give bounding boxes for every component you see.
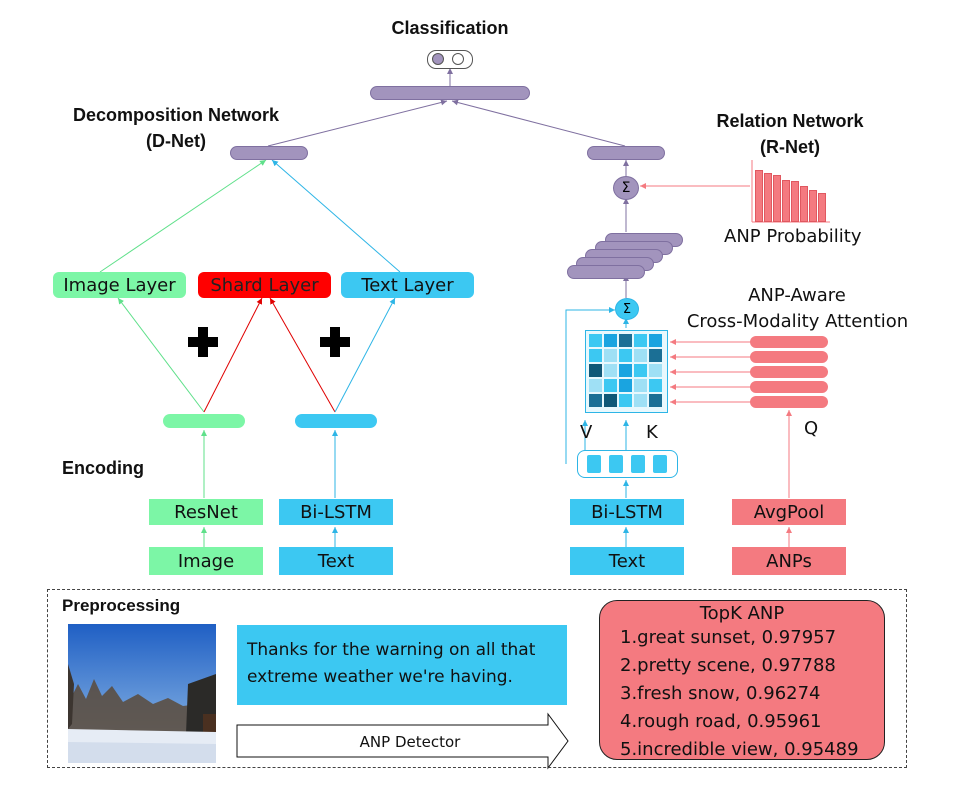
arrow-image-layer-to-dnet	[99, 159, 267, 273]
anp-probability-bar	[764, 173, 772, 222]
avgpool-encoder: AvgPool	[732, 499, 846, 525]
dnet-subtitle: (D-Net)	[146, 131, 206, 151]
anp-detector-arrow-shape	[236, 712, 569, 770]
q-arrows-to-matrix	[670, 339, 750, 405]
rnet-subtitle: (R-Net)	[760, 137, 820, 157]
arrow-skip-to-sum	[565, 307, 615, 464]
anp-probability-bar	[809, 190, 817, 222]
arrow-img-enc-to-image-layer	[117, 297, 205, 413]
attention-cell	[619, 334, 632, 347]
q-label: Q	[804, 418, 819, 439]
attention-cell	[589, 334, 602, 347]
v-label: V	[580, 422, 593, 443]
dnet-title: Decomposition Network	[72, 105, 280, 125]
plus-icon-left	[188, 327, 218, 357]
attention-cell	[604, 349, 617, 362]
preprocessing-title: Preprocessing	[62, 596, 181, 615]
attention-cell	[649, 394, 662, 407]
topk-item: 5.incredible view, 0.95489	[620, 739, 859, 760]
attention-cell	[649, 379, 662, 392]
topk-item: 4.rough road, 0.95961	[620, 711, 822, 732]
arrow-txt-enc-to-shared-layer	[269, 297, 336, 413]
attention-cell	[604, 394, 617, 407]
rnet-layer	[587, 146, 665, 160]
anp-probability-label: ANP Probability	[724, 226, 862, 247]
attention-cell	[619, 349, 632, 362]
arrow-img-enc-to-shared-layer	[203, 297, 263, 413]
attention-title-line2: Cross-Modality Attention	[686, 311, 909, 332]
anp-probability-bar	[755, 170, 763, 222]
topk-title: TopK ANP	[699, 603, 785, 624]
arrow-txt-enc-to-text-layer	[334, 297, 396, 413]
topk-item: 2.pretty scene, 0.97788	[620, 655, 836, 676]
attention-cell	[649, 364, 662, 377]
sigma-weighted-sum: Σ	[613, 176, 639, 200]
text-input-right: Text	[570, 547, 684, 575]
k-label: K	[646, 422, 658, 443]
shared-layer: Shard Layer	[198, 272, 331, 298]
output-circle-2	[452, 53, 464, 65]
attention-cell	[634, 349, 647, 362]
text-input: Text	[279, 547, 393, 575]
topk-anp-panel: TopK ANP 1.great sunset, 0.97957 2.prett…	[599, 600, 885, 760]
text-layer: Text Layer	[341, 272, 474, 298]
image-encoding	[163, 414, 245, 428]
attention-cell	[649, 334, 662, 347]
attention-cell	[634, 364, 647, 377]
output-circle-1	[432, 53, 444, 65]
bilstm-encoder: Bi-LSTM	[279, 499, 393, 525]
arrow-rnet-to-classifier	[451, 99, 626, 147]
classification-output-node	[427, 50, 473, 69]
tweet-text: Thanks for the warning on all that extre…	[237, 625, 567, 705]
sigma-attention-sum: Σ	[615, 298, 639, 320]
anp-probability-bar	[773, 175, 781, 222]
classification-title: Classification	[391, 18, 509, 38]
preprocessing-panel	[47, 589, 907, 768]
attention-cell	[604, 364, 617, 377]
attention-cell	[649, 349, 662, 362]
attention-cell	[604, 379, 617, 392]
attention-cell	[634, 394, 647, 407]
attention-cell	[589, 364, 602, 377]
attention-cell	[619, 379, 632, 392]
attention-cell	[634, 379, 647, 392]
anp-detector-label: ANP Detector	[359, 733, 461, 751]
snow-scene-photo	[68, 624, 216, 763]
plus-icon-right	[320, 327, 350, 357]
attention-matrix	[585, 330, 668, 413]
attention-cell	[619, 394, 632, 407]
image-layer: Image Layer	[53, 272, 186, 298]
bilstm-hidden-states	[577, 450, 678, 478]
resnet-encoder: ResNet	[149, 499, 263, 525]
rnet-title: Relation Network	[716, 111, 864, 131]
attention-cell	[634, 334, 647, 347]
dnet-layer	[230, 146, 308, 160]
anps-input: ANPs	[732, 547, 846, 575]
image-input: Image	[149, 547, 263, 575]
fusion-layer	[370, 86, 530, 100]
attention-cell	[589, 394, 602, 407]
bilstm-encoder-right: Bi-LSTM	[570, 499, 684, 525]
anp-probability-bar	[818, 193, 826, 222]
anp-probability-bar	[800, 186, 808, 222]
attention-cell	[604, 334, 617, 347]
attention-title-line1: ANP-Aware	[748, 285, 846, 306]
anp-probability-bar	[782, 180, 790, 222]
text-encoding	[295, 414, 377, 428]
attention-cell	[589, 379, 602, 392]
attention-cell	[589, 349, 602, 362]
anp-probability-bar	[791, 181, 799, 222]
arrow-dnet-to-classifier	[267, 99, 448, 147]
topk-item: 1.great sunset, 0.97957	[620, 627, 837, 648]
encoding-title: Encoding	[62, 458, 144, 478]
arrow-text-layer-to-dnet	[271, 159, 401, 273]
anp-probability-histogram	[755, 170, 830, 222]
attention-cell	[619, 364, 632, 377]
topk-item: 3.fresh snow, 0.96274	[620, 683, 821, 704]
